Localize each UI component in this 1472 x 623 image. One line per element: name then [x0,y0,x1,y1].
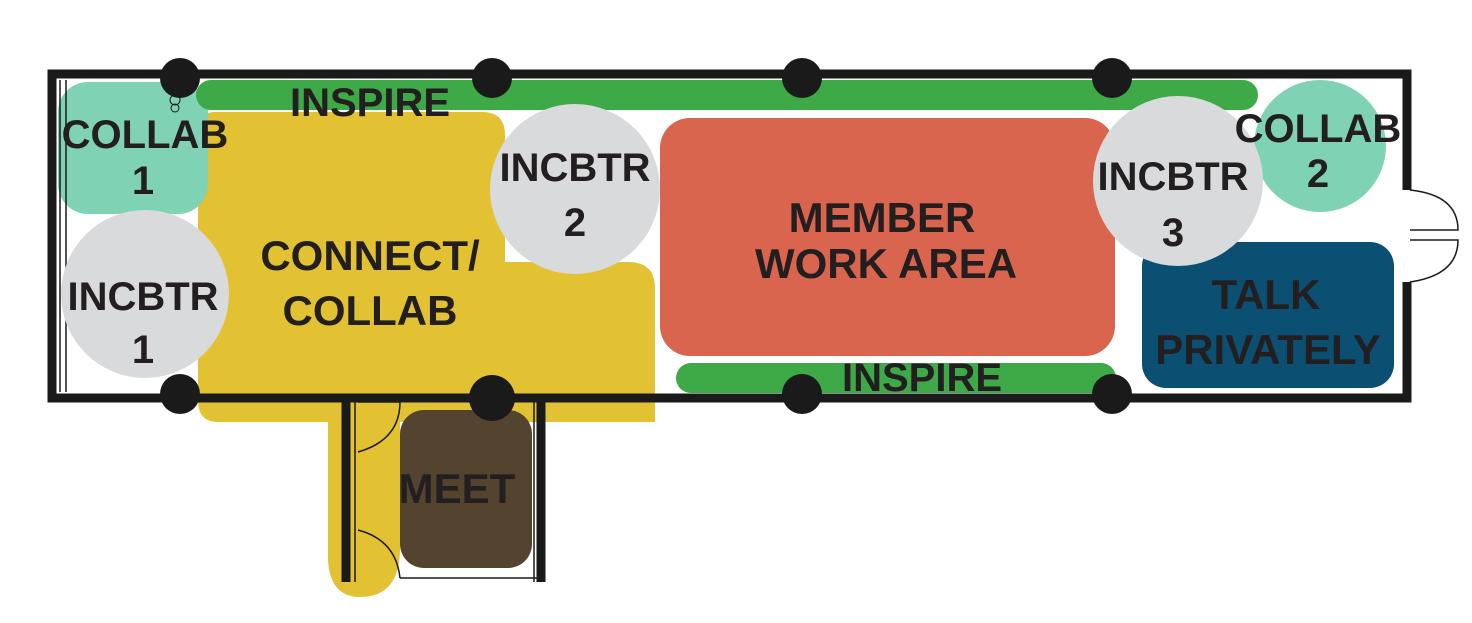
collab-1-shape [58,82,208,214]
incbtr-3-label-line1: INCBTR [1097,155,1248,199]
zone-incbtr-2[interactable]: INCBTR 2 [490,104,660,274]
column [1092,374,1132,414]
incbtr-2-shape [490,104,660,274]
incbtr-1-label-line1: INCBTR [67,275,218,319]
talk-privately-label-line2: PRIVATELY [1155,326,1381,373]
meet-shape [400,410,532,568]
connect-collab-label-line1: CONNECT/ [260,232,480,279]
incbtr-2-label-line2: 2 [564,201,586,245]
talk-privately-label-line1: TALK [1212,271,1321,318]
column [782,374,822,414]
door-swing-corridor [357,401,401,453]
incbtr-3-shape [1093,96,1263,266]
zone-incbtr-3[interactable]: INCBTR 3 [1093,96,1263,266]
collab-2-shape [1254,80,1386,212]
incbtr-1-label-line2: 1 [132,328,154,372]
connect-collab-shape [198,112,655,597]
collab-2-label-line1: COLLAB [1235,107,1402,151]
column [160,374,200,414]
columns [160,58,1132,421]
inspire-top-label: INSPIRE [290,81,450,125]
column [1092,58,1132,98]
connect-collab-label-line2: COLLAB [283,287,458,334]
door-swing-meet [357,529,401,579]
fixture-2 [170,103,180,113]
walls [47,69,1459,582]
door-swing-entry [1409,189,1459,231]
talk-privately-shape [1142,242,1394,388]
zone-collab-1[interactable] [58,82,208,214]
inspire-top-shape [196,80,1258,110]
zone-member-work-area[interactable]: MEMBER WORK AREA [660,118,1115,356]
member-work-area-label-line2: WORK AREA [755,240,1017,287]
zone-incbtr-1[interactable]: INCBTR 1 [61,210,229,378]
column [782,58,822,98]
member-work-area-label-line1: MEMBER [789,194,976,241]
column [469,375,515,421]
zone-inspire-bottom[interactable]: INSPIRE [676,356,1116,400]
column [472,58,512,98]
inspire-bottom-label: INSPIRE [842,356,1002,400]
incbtr-2-label-line1: INCBTR [499,146,650,190]
collab-2-label-line2: 2 [1307,152,1329,196]
collab-1-label-line1: COLLAB [62,113,229,157]
door-swing-entry-2 [1409,239,1459,283]
incbtr-3-label-line2: 3 [1162,211,1184,255]
zone-meet[interactable]: MEET [399,410,532,568]
zone-talk-privately[interactable]: TALK PRIVATELY [1142,242,1394,388]
zone-connect-collab[interactable]: CONNECT/ COLLAB [198,112,655,597]
zone-collab-2[interactable] [1254,80,1386,212]
collab-1-label-line2: 1 [132,159,154,203]
zone-inspire-top[interactable]: INSPIRE [196,80,1258,125]
member-work-area-shape [660,118,1115,356]
column [160,58,200,98]
meet-label: MEET [399,465,516,512]
incbtr-1-shape [61,210,229,378]
